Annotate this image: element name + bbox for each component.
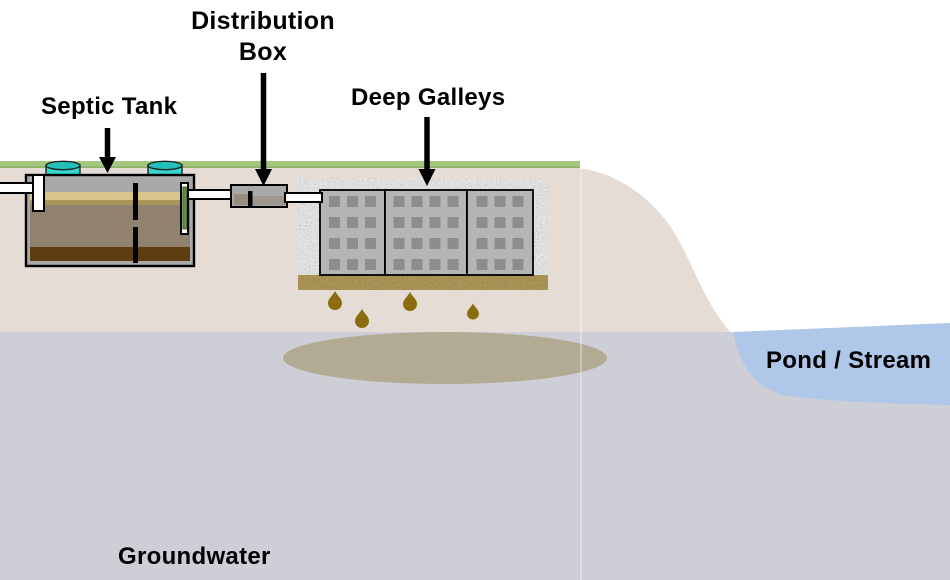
- deep-galleys-label: Deep Galleys: [351, 84, 506, 111]
- scum-layer: [30, 192, 190, 200]
- distribution-box-label-line2: Box: [238, 38, 288, 66]
- droplet-4: [467, 303, 479, 320]
- droplet-3: [403, 292, 417, 311]
- effluent-droplets: [328, 291, 479, 328]
- tank-baffle-lower: [133, 227, 138, 263]
- septic-tank-assembly: [0, 160, 234, 268]
- riser-left: [45, 160, 81, 177]
- sludge-layer: [30, 247, 190, 261]
- effluent-plume: [283, 332, 607, 384]
- tank-outlet-pipe: [187, 189, 234, 200]
- tank-baffle-upper: [133, 183, 138, 220]
- scum-layer-lower: [30, 200, 190, 205]
- distribution-box-arrow-icon: [255, 73, 272, 186]
- gallery-3-holes: [476, 196, 524, 270]
- distribution-box-inlet-well: [234, 194, 249, 205]
- sand-texture: [298, 275, 548, 290]
- grass-strip-shadow: [0, 166, 580, 168]
- pond-stream-label: Pond / Stream: [766, 347, 932, 374]
- gallery-1-holes: [329, 196, 376, 270]
- pond-stream-water: [733, 323, 950, 405]
- inlet-tee: [32, 174, 45, 212]
- distribution-box-label: Distribution Box: [178, 6, 348, 68]
- inlet-pipe: [0, 182, 37, 194]
- distribution-box-outlet-well: [252, 196, 285, 205]
- droplet-2: [355, 309, 369, 328]
- groundwater-label: Groundwater: [118, 543, 271, 570]
- riser-right: [147, 160, 183, 177]
- distribution-box-divider: [248, 191, 253, 206]
- gallery-2-holes: [393, 196, 459, 270]
- liquid-layer: [30, 205, 190, 247]
- distribution-outlet-pipe: [284, 192, 323, 203]
- deep-galleys-arrow-icon: [418, 117, 436, 186]
- distribution-box-label-line1: Distribution: [191, 7, 335, 35]
- septic-tank-arrow-icon: [99, 128, 116, 173]
- distribution-box-assembly: [230, 184, 323, 208]
- grass-strip: [0, 161, 580, 168]
- effluent-filter: [182, 186, 187, 230]
- septic-tank-label: Septic Tank: [41, 93, 178, 120]
- deep-galleys-trench: [298, 178, 548, 290]
- droplet-1: [328, 291, 342, 310]
